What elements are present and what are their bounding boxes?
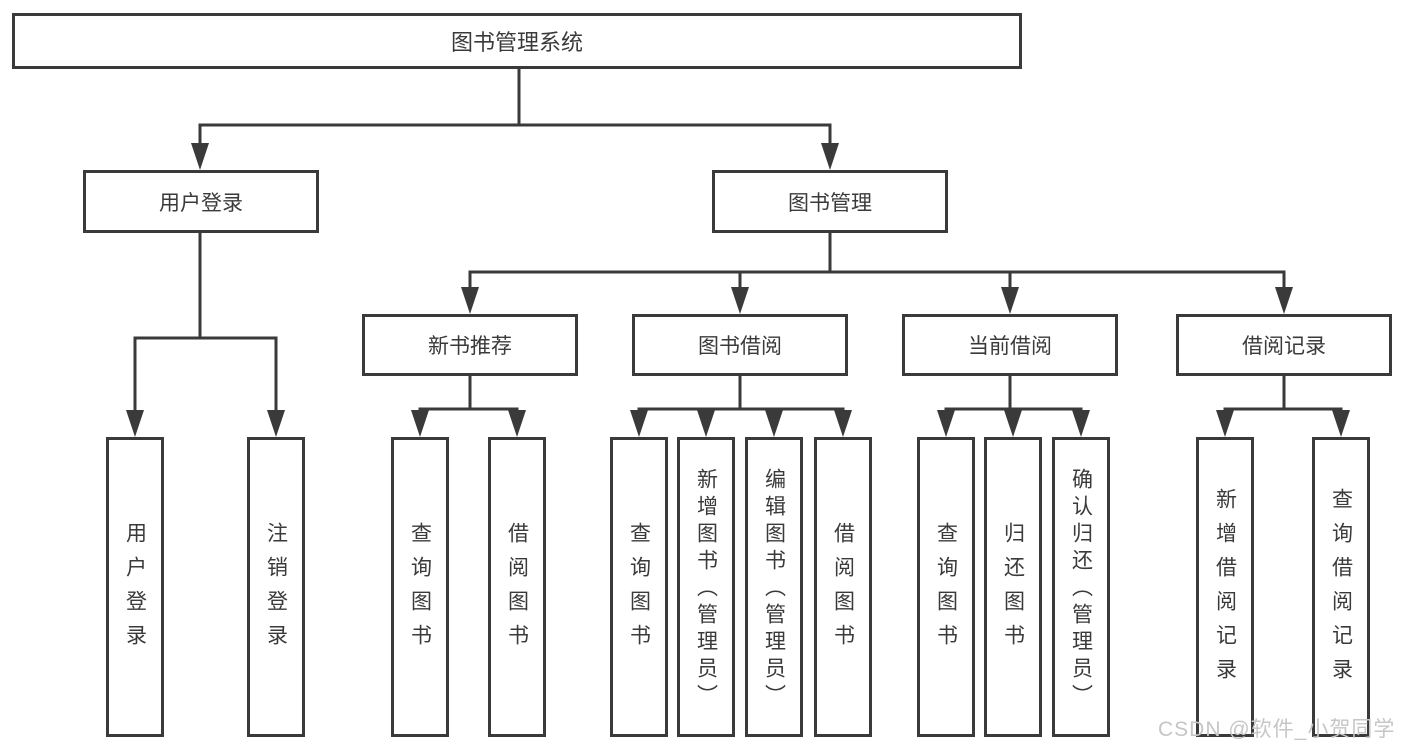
arrow-head [1275, 287, 1293, 314]
leaf-add-books-admin: 新增图书（管理员） [677, 437, 735, 737]
leaf-query-books-borrow: 查询图书 [610, 437, 668, 737]
leaf-borrow-books: 借阅图书 [814, 437, 872, 737]
arrow-head [461, 287, 479, 314]
arrow-head [697, 410, 715, 437]
leaf-add-borrow-record: 新增借阅记录 [1196, 437, 1254, 737]
arrow-head [191, 143, 209, 170]
arrow-head [834, 410, 852, 437]
leaf-edit-books-admin: 编辑图书（管理员） [745, 437, 803, 737]
node-new-book-recommend: 新书推荐 [362, 314, 578, 376]
connector-recommend-to-leaves [418, 376, 519, 414]
connector-management-to-level3 [468, 233, 1286, 290]
connector-login-to-leaves [133, 233, 278, 414]
arrow-head [630, 410, 648, 437]
arrow-head [1072, 410, 1090, 437]
node-borrow-records: 借阅记录 [1176, 314, 1392, 376]
arrow-head [731, 287, 749, 314]
leaf-query-books-recommend: 查询图书 [391, 437, 449, 737]
connector-root-to-level2 [198, 69, 832, 146]
csdn-watermark: CSDN @软件_小贺同学 [1158, 718, 1396, 741]
leaf-return-books: 归还图书 [984, 437, 1042, 737]
arrow-head [267, 410, 285, 437]
node-root-system: 图书管理系统 [12, 13, 1022, 69]
node-current-borrow: 当前借阅 [902, 314, 1118, 376]
node-user-login: 用户登录 [83, 170, 319, 233]
arrow-head [411, 410, 429, 437]
connector-borrow-to-leaves [637, 376, 845, 414]
leaf-query-books-current: 查询图书 [917, 437, 975, 737]
node-book-borrow: 图书借阅 [632, 314, 848, 376]
arrow-head [821, 143, 839, 170]
arrow-head [1332, 410, 1350, 437]
leaf-borrow-books-recommend: 借阅图书 [488, 437, 546, 737]
arrow-head [1001, 287, 1019, 314]
arrow-head [765, 410, 783, 437]
leaf-logout: 注销登录 [247, 437, 305, 737]
arrow-head [1004, 410, 1022, 437]
arrowheads [126, 143, 1350, 437]
arrow-head [126, 410, 144, 437]
leaf-confirm-return-admin: 确认归还（管理员） [1052, 437, 1110, 737]
leaf-query-borrow-record: 查询借阅记录 [1312, 437, 1370, 737]
connector-current-to-leaves [944, 376, 1083, 414]
arrow-head [937, 410, 955, 437]
arrow-head [508, 410, 526, 437]
connector-records-to-leaves [1223, 376, 1343, 414]
arrow-head [1216, 410, 1234, 437]
node-book-management: 图书管理 [712, 170, 948, 233]
leaf-user-login: 用户登录 [106, 437, 164, 737]
